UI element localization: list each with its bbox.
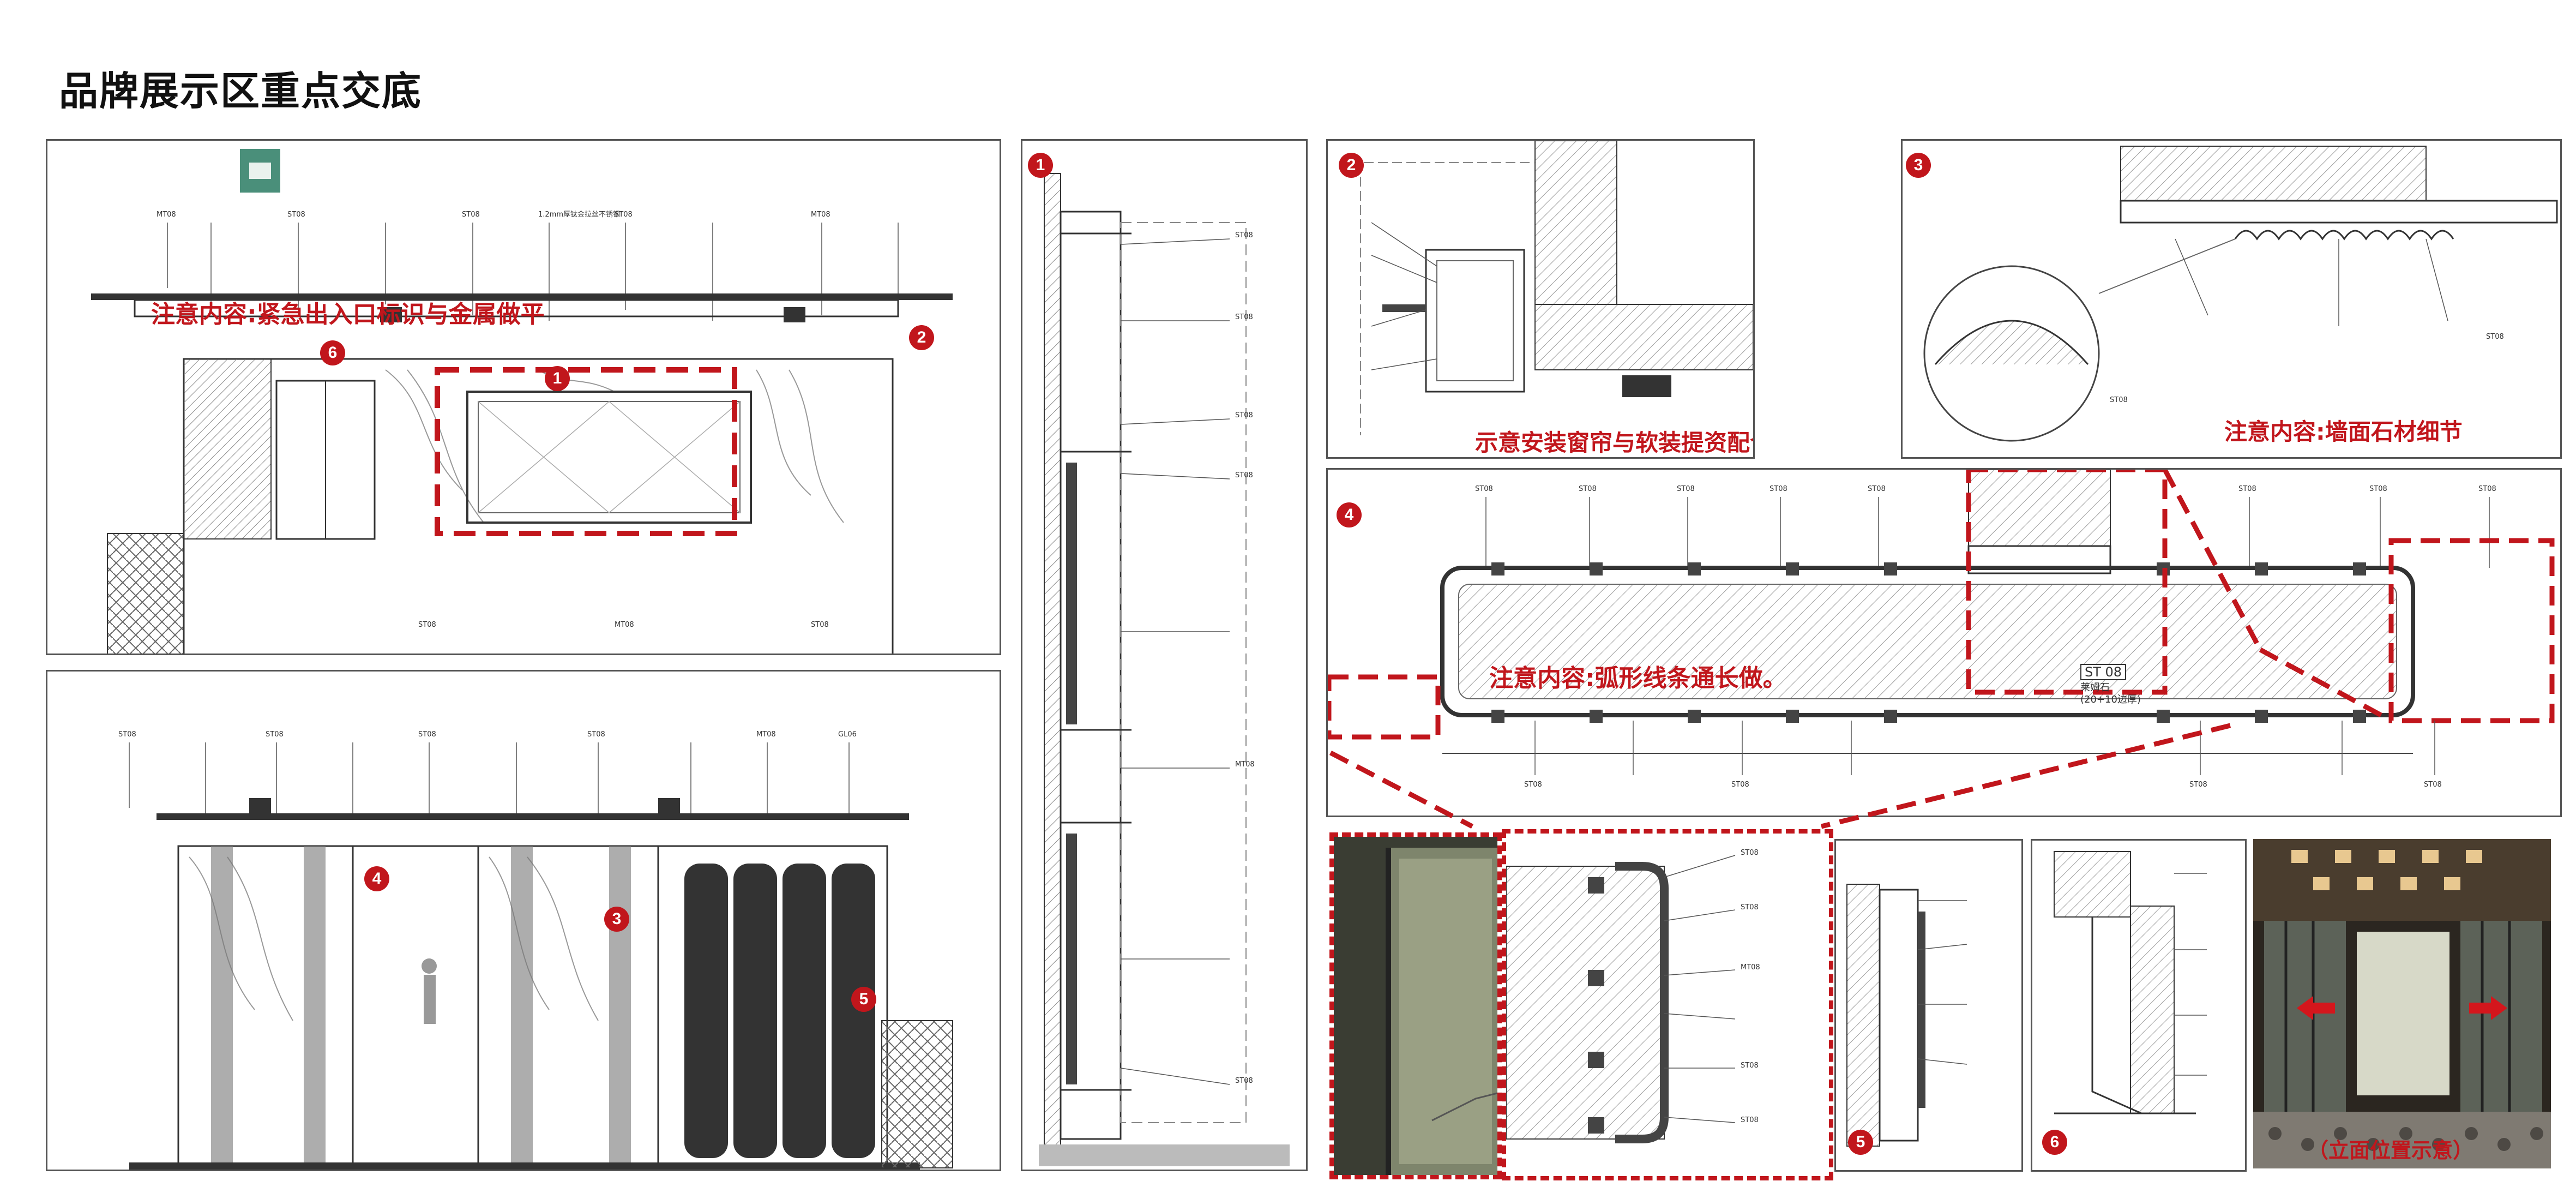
tag-st08: ST08 xyxy=(2369,485,2387,493)
tag-st08: ST08 xyxy=(1741,1062,1759,1070)
tag-stone-size: (20+10边厚) xyxy=(2080,694,2141,705)
tag-st08: ST08 xyxy=(1235,1077,1253,1085)
tag-st08: ST08 xyxy=(1741,849,1759,857)
tag-st08: ST08 xyxy=(418,621,436,629)
site-photo-image xyxy=(1334,837,1497,1175)
tag-st08: ST08 xyxy=(287,211,305,219)
tag-st08: ST08 xyxy=(1235,411,1253,419)
tag-st08: ST08 xyxy=(1770,485,1787,493)
tag-stainless: 1.2mm厚钛金拉丝不锈钢 xyxy=(538,211,621,219)
tag-st08: ST08 xyxy=(1235,313,1253,321)
detail-drawing-2 xyxy=(1350,141,1753,435)
detail-panel-6: 6 xyxy=(2031,839,2247,1172)
tag-st08: ST08 xyxy=(2424,781,2442,789)
tag-st08: ST08 xyxy=(587,730,605,739)
section-drawing-1 xyxy=(1039,173,1290,1166)
marker-1: 1 xyxy=(1028,153,1053,178)
tag-mt08: MT08 xyxy=(756,730,776,739)
tag-st08: ST08 xyxy=(1475,485,1493,493)
note-render-caption: （立面位置示意） xyxy=(2308,1138,2474,1162)
tag-st08: ST08 xyxy=(2486,333,2504,341)
detail-panel-arc: ST08 ST08 MT08 ST08 ST08 xyxy=(1502,829,1833,1180)
detail-panel-3: ST08 ST08 注意内容:墙面石材细节 3 xyxy=(1901,139,2562,459)
marker-5: 5 xyxy=(1848,1130,1873,1155)
tag-st08: ST08 xyxy=(2238,485,2256,493)
tag-st08: ST08 xyxy=(1741,903,1759,912)
tag-st08: ST08 xyxy=(1235,231,1253,239)
marker-4: 4 xyxy=(1337,502,1362,527)
marker-4: 4 xyxy=(364,866,389,891)
elevation-panel-upper: MT08 ST08 ST08 ST08 MT08 1.2mm厚钛金拉丝不锈钢 S… xyxy=(46,139,1001,655)
page-title: 品牌展示区重点交底 xyxy=(59,68,423,114)
detail-drawing-3 xyxy=(1923,146,2558,442)
tag-mt08: MT08 xyxy=(811,211,830,219)
section-panel-1: ST08 ST08 ST08 ST08 MT08 ST08 1 xyxy=(1021,139,1308,1171)
note-exit-sign: 注意内容:紧急出入口标识与金属做平 xyxy=(151,301,545,328)
tag-st08: ST08 xyxy=(2110,396,2128,404)
marker-1: 1 xyxy=(545,366,570,391)
note-curtain: 示意安装窗帘与软装提资配合 xyxy=(1475,429,1755,456)
tag-st08: ST08 xyxy=(1579,485,1597,493)
tag-st08: ST08 xyxy=(811,621,829,629)
tag-st08: ST08 xyxy=(1868,485,1886,493)
tag-st08: ST08 xyxy=(1235,471,1253,479)
tag-mt08: MT08 xyxy=(615,621,634,629)
site-photo xyxy=(1329,832,1502,1179)
tag-gl06: GL06 xyxy=(838,730,857,739)
elevation-panel-lower: ST08 ST08 ST08 ST08 GL06 MT08 4 3 5 xyxy=(46,670,1001,1171)
detail-drawing-arc xyxy=(1506,855,1736,1143)
tag-mt08: MT08 xyxy=(157,211,176,219)
tag-st08: ST08 xyxy=(462,211,480,219)
detail-drawing-6 xyxy=(2054,851,2207,1114)
note-arc-strip: 注意内容:弧形线条通长做。 xyxy=(1489,664,1787,692)
tag-st08: ST08 xyxy=(2189,781,2207,789)
plan-drawing-4 xyxy=(1328,470,2555,775)
plan-panel-4: ST08 ST08 ST08 ST08 ST08 ST08 ST08 ST08 … xyxy=(1326,468,2562,817)
render-image-drawing xyxy=(2253,839,2551,1168)
marker-6: 6 xyxy=(2042,1130,2067,1155)
marker-6: 6 xyxy=(320,340,345,365)
note-stone-detail: 注意内容:墙面石材细节 xyxy=(2224,418,2463,445)
tag-st08: ST08 xyxy=(2478,485,2496,493)
elevation-drawing-upper xyxy=(91,149,953,654)
tag-st08-large: ST 08 xyxy=(2080,664,2127,680)
tag-st08: ST08 xyxy=(1731,781,1749,789)
marker-2: 2 xyxy=(909,325,934,350)
elevation-drawing-lower xyxy=(129,742,953,1170)
tag-st08: ST08 xyxy=(418,730,436,739)
tag-st08: ST08 xyxy=(266,730,284,739)
tag-st08: ST08 xyxy=(615,211,633,219)
tag-st08: ST08 xyxy=(1741,1116,1759,1124)
tag-st08: ST08 xyxy=(1677,485,1695,493)
tag-st08: ST08 xyxy=(118,730,136,739)
detail-panel-5: 5 xyxy=(1834,839,2023,1172)
marker-5: 5 xyxy=(851,987,876,1012)
marker-2: 2 xyxy=(1339,153,1364,178)
marker-3: 3 xyxy=(1906,153,1931,178)
tag-st08: ST08 xyxy=(1524,781,1542,789)
tag-mt08: MT08 xyxy=(1235,760,1255,769)
detail-panel-2: 示意安装窗帘与软装提资配合 2 xyxy=(1326,139,1755,459)
detail-drawing-5 xyxy=(1846,884,1967,1147)
tag-stone-name: 莱姆石 xyxy=(2080,682,2110,693)
marker-3: 3 xyxy=(604,907,629,932)
tag-mt08: MT08 xyxy=(1741,963,1760,972)
render-image: （立面位置示意） xyxy=(2253,839,2551,1168)
